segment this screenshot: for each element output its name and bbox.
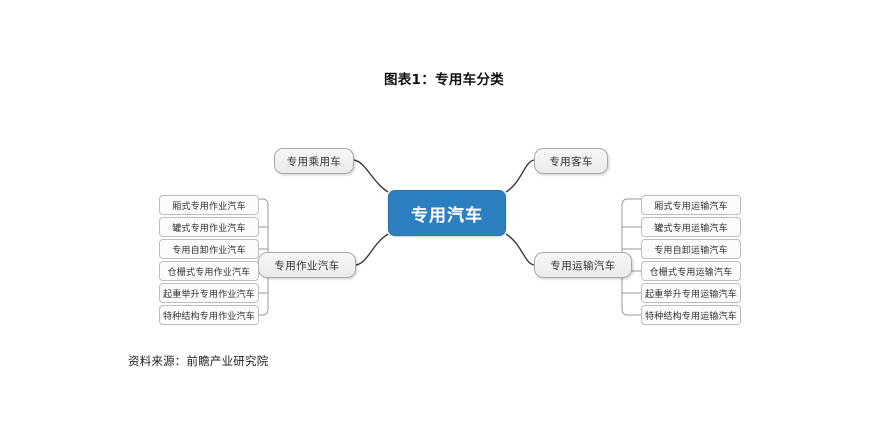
- connector-root-to-transport-vehicle: [505, 233, 535, 266]
- leaf-node-transport-4[interactable]: 起重举升专用运输汽车: [641, 283, 741, 303]
- branch-node-bus[interactable]: 专用客车: [534, 148, 608, 174]
- leaf-node-work-5[interactable]: 特种结构专用作业汽车: [159, 305, 259, 325]
- leaf-node-transport-1[interactable]: 罐式专用运输汽车: [641, 217, 741, 237]
- connector-root-to-work-vehicle: [355, 233, 389, 266]
- source-note: 资料来源：前瞻产业研究院: [128, 354, 269, 368]
- leaf-node-transport-3[interactable]: 仓栅式专用运输汽车: [641, 261, 741, 281]
- connector-root-to-bus: [505, 159, 535, 193]
- branch-node-work-vehicle[interactable]: 专用作业汽车: [258, 252, 356, 278]
- leaf-node-transport-5[interactable]: 特种结构专用运输汽车: [641, 305, 741, 325]
- leaf-node-work-2[interactable]: 专用自卸作业汽车: [159, 239, 259, 259]
- branch-node-transport-vehicle[interactable]: 专用运输汽车: [534, 252, 632, 278]
- leaf-node-work-0[interactable]: 厢式专用作业汽车: [159, 195, 259, 215]
- branch-node-passenger-car[interactable]: 专用乘用车: [274, 148, 354, 174]
- root-node-special-vehicle[interactable]: 专用汽车: [388, 190, 506, 236]
- leaf-node-transport-2[interactable]: 专用自卸运输汽车: [641, 239, 741, 259]
- leaf-node-transport-0[interactable]: 厢式专用运输汽车: [641, 195, 741, 215]
- connector-root-to-passenger-car: [353, 159, 389, 193]
- leaf-node-work-4[interactable]: 起重举升专用作业汽车: [159, 283, 259, 303]
- leaf-node-work-3[interactable]: 仓栅式专用作业汽车: [159, 261, 259, 281]
- page-title: 图表1：专用车分类: [383, 72, 505, 88]
- leaf-node-work-1[interactable]: 罐式专用作业汽车: [159, 217, 259, 237]
